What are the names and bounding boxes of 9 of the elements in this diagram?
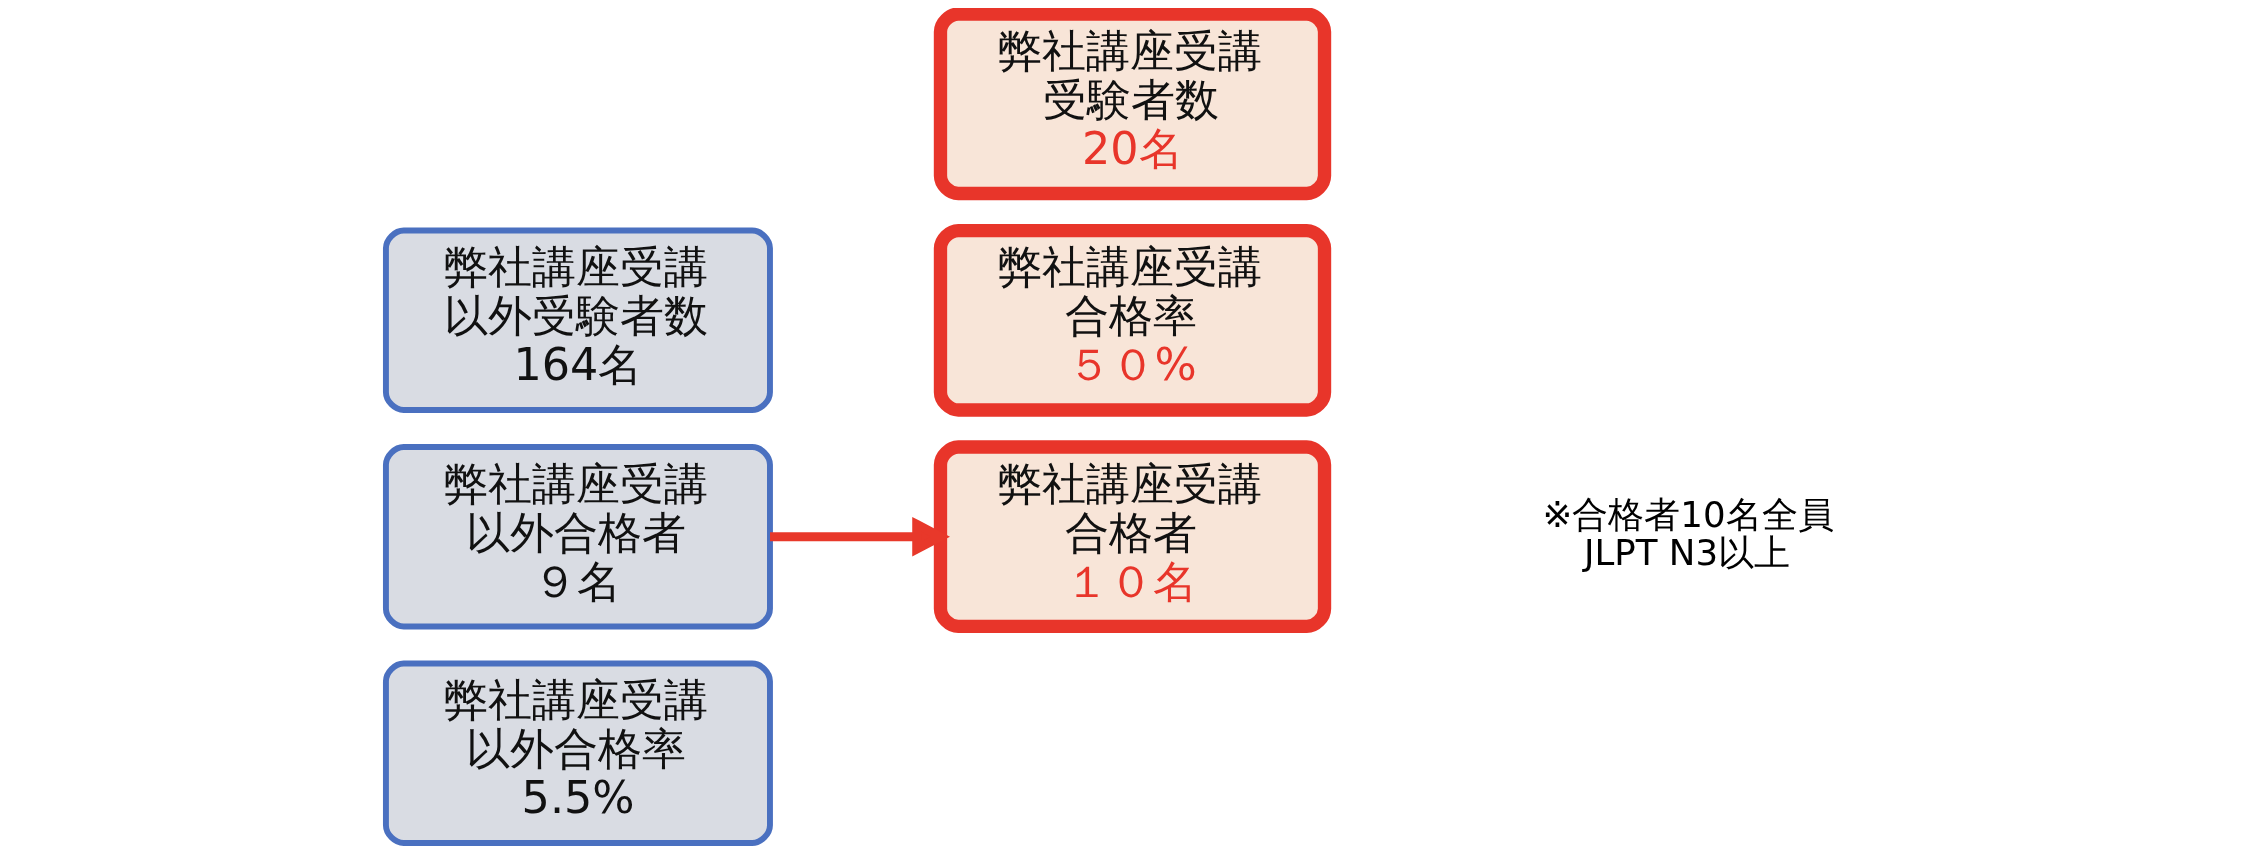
node-box: 弊社講座受講 受験者数 20名 — [933, 8, 1331, 201]
arrow — [769, 516, 950, 557]
node-box: 弊社講座受講 合格率 ５０% — [933, 223, 1331, 417]
label: ※合格者10名全員 — [1541, 493, 1834, 535]
node-box: 弊社講座受講 以外受験者数 164名 — [382, 227, 773, 413]
node-box: 弊社講座受講 合格者 １０名 — [933, 440, 1331, 634]
node-box: 弊社講座受講 以外合格者 ９名 — [382, 444, 773, 630]
node-box: 弊社講座受講 以外合格率 5.5% — [382, 660, 773, 846]
label: JLPT N3以上 — [1583, 532, 1790, 574]
